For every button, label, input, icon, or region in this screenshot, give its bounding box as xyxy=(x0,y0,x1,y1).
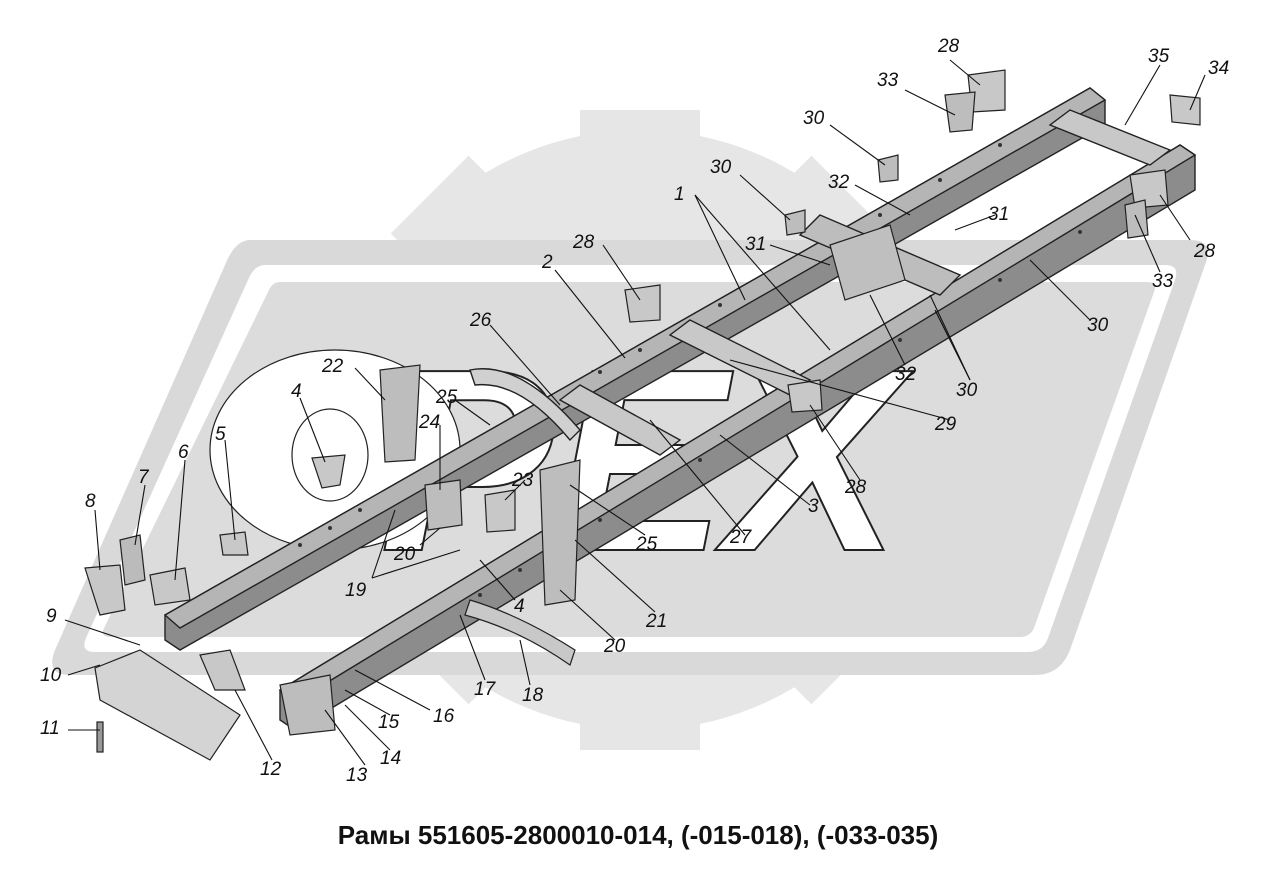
callout-28: 28 xyxy=(844,477,867,498)
callout-22: 22 xyxy=(321,356,344,377)
callout-35: 35 xyxy=(1148,46,1170,67)
part-13 xyxy=(279,674,336,736)
diagram-caption: Рамы 551605-2800010-014, (-015-018), (-0… xyxy=(337,820,939,850)
callout-26: 26 xyxy=(469,310,492,331)
detail-oval-inner xyxy=(291,408,369,502)
callout-33: 33 xyxy=(877,70,899,91)
part-spring-bracket-22 xyxy=(379,364,421,463)
part-30-b xyxy=(784,209,806,236)
part-bracket-7 xyxy=(119,534,146,586)
callout-10: 10 xyxy=(40,665,62,686)
callout-21: 21 xyxy=(645,611,667,632)
callout-1: 1 xyxy=(674,184,685,205)
part-28-right xyxy=(1129,169,1169,209)
part-18 xyxy=(464,599,576,666)
callout-32: 32 xyxy=(828,172,850,193)
callout-11: 11 xyxy=(40,718,60,739)
callout-3: 3 xyxy=(808,496,819,517)
callout-9: 9 xyxy=(46,606,57,627)
callout-23: 23 xyxy=(511,470,534,491)
part-28-mid xyxy=(787,379,823,413)
part-21 xyxy=(539,459,581,606)
crossmember-rear xyxy=(1048,109,1172,166)
part-24 xyxy=(424,479,463,531)
callout-8: 8 xyxy=(85,491,96,512)
callout-20: 20 xyxy=(603,636,626,657)
crossmember-arch xyxy=(469,368,581,442)
part-11-bolt xyxy=(96,721,104,753)
callout-29: 29 xyxy=(934,414,957,435)
callout-2: 2 xyxy=(541,252,553,273)
callout-4: 4 xyxy=(514,596,525,617)
callout-labels: 1 2 3 4 4 5 6 7 8 9 10 11 12 13 14 15 16… xyxy=(40,36,1229,786)
part-bracket-8 xyxy=(84,564,126,616)
callout-30: 30 xyxy=(956,380,978,401)
callout-5: 5 xyxy=(215,424,226,445)
callout-32: 32 xyxy=(895,364,917,385)
callout-16: 16 xyxy=(433,706,455,727)
part-bracket-5 xyxy=(219,531,249,556)
part-23 xyxy=(484,489,516,533)
part-bumper-beam xyxy=(94,649,241,761)
leader-lines xyxy=(64,59,1206,766)
callout-28: 28 xyxy=(572,232,595,253)
callout-31: 31 xyxy=(988,204,1009,225)
callout-14: 14 xyxy=(380,748,401,769)
callout-25: 25 xyxy=(435,387,458,408)
callout-25: 25 xyxy=(635,534,658,555)
part-cross-plate xyxy=(829,224,906,301)
callout-28: 28 xyxy=(937,36,960,57)
callout-28: 28 xyxy=(1193,241,1216,262)
callout-12: 12 xyxy=(260,759,282,780)
callout-30: 30 xyxy=(803,108,825,129)
part-30-a xyxy=(877,154,899,183)
part-33-top xyxy=(944,91,976,133)
callout-18: 18 xyxy=(522,685,544,706)
parts xyxy=(84,69,1201,761)
part-28-left xyxy=(624,284,661,323)
part-4-inset xyxy=(311,454,346,489)
frame-rails xyxy=(163,87,1197,731)
callout-15: 15 xyxy=(378,712,400,733)
callout-30: 30 xyxy=(1087,315,1109,336)
callout-4: 4 xyxy=(291,381,302,402)
callout-33: 33 xyxy=(1152,271,1174,292)
callout-27: 27 xyxy=(729,527,753,548)
part-bracket-6 xyxy=(149,567,191,606)
part-34 xyxy=(1169,94,1201,126)
callout-20: 20 xyxy=(393,544,416,565)
crossmember-front xyxy=(558,384,682,456)
callout-24: 24 xyxy=(418,412,440,433)
callout-6: 6 xyxy=(178,442,189,463)
callout-17: 17 xyxy=(474,679,497,700)
callout-30: 30 xyxy=(710,157,732,178)
part-bracket-12 xyxy=(199,649,246,691)
callout-19: 19 xyxy=(345,580,367,601)
callout-13: 13 xyxy=(346,765,368,786)
callout-7: 7 xyxy=(138,467,150,488)
callout-34: 34 xyxy=(1208,58,1229,79)
callout-31: 31 xyxy=(745,234,766,255)
